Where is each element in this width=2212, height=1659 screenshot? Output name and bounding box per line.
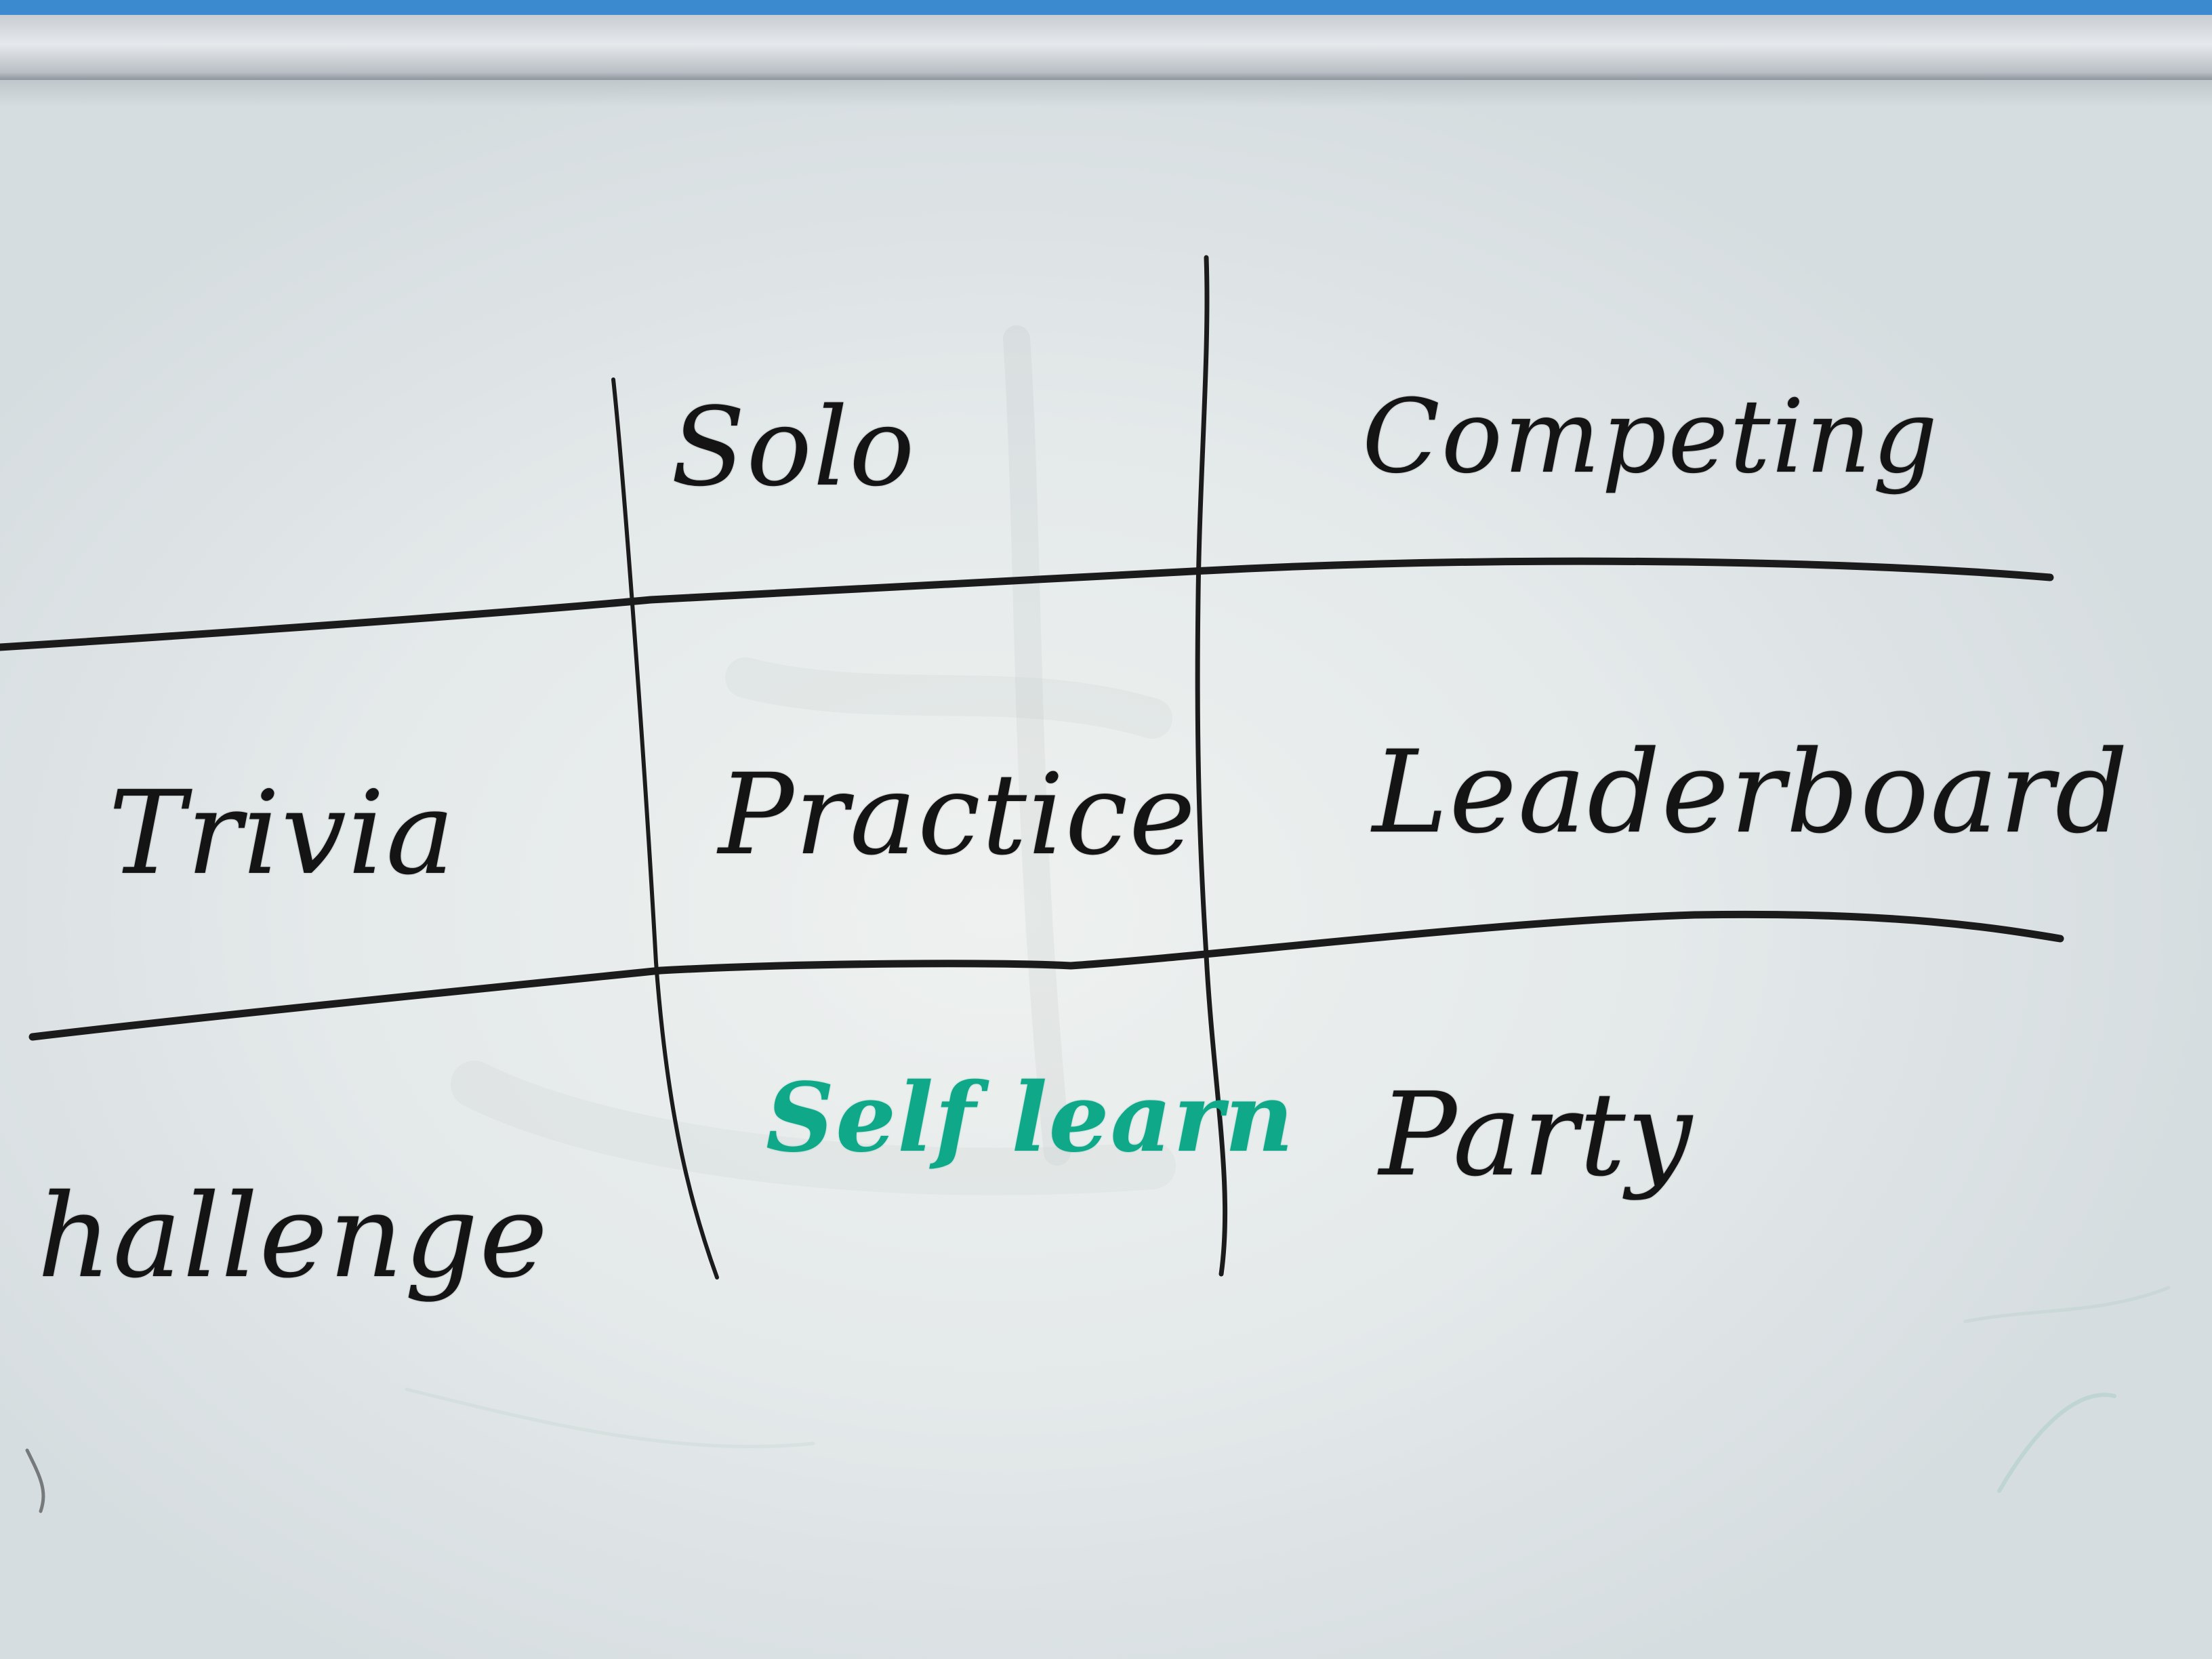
column-header-solo: Solo xyxy=(671,384,916,510)
grid-line-vertical-2 xyxy=(1195,255,1228,1277)
cell-leaderboard: Leaderboard xyxy=(1372,726,2130,859)
smudge xyxy=(451,1061,1176,1195)
smudge xyxy=(1997,1393,2116,1493)
smudge xyxy=(1963,1286,2171,1324)
smudge xyxy=(1003,325,1071,1166)
smudge xyxy=(25,1448,45,1513)
row-label-trivia: Trivia xyxy=(108,766,456,901)
row-label-challenge: hallenge xyxy=(37,1170,550,1304)
whiteboard-frame-shadow xyxy=(0,80,2212,107)
grid-line-vertical-1 xyxy=(611,377,719,1279)
cell-practice: Practice xyxy=(718,750,1197,880)
smudge xyxy=(725,657,1172,739)
grid-line-horizontal-1 xyxy=(0,557,2054,651)
smudge xyxy=(405,1387,815,1449)
whiteboard-frame-rail xyxy=(0,15,2212,80)
column-header-competing: Competing xyxy=(1362,378,1939,496)
cell-party: Party xyxy=(1379,1068,1694,1202)
whiteboard-frame-top-blue xyxy=(0,0,2212,15)
cell-self-learn: Self learn xyxy=(766,1063,1295,1174)
grid-line-horizontal-2 xyxy=(28,910,2064,1041)
